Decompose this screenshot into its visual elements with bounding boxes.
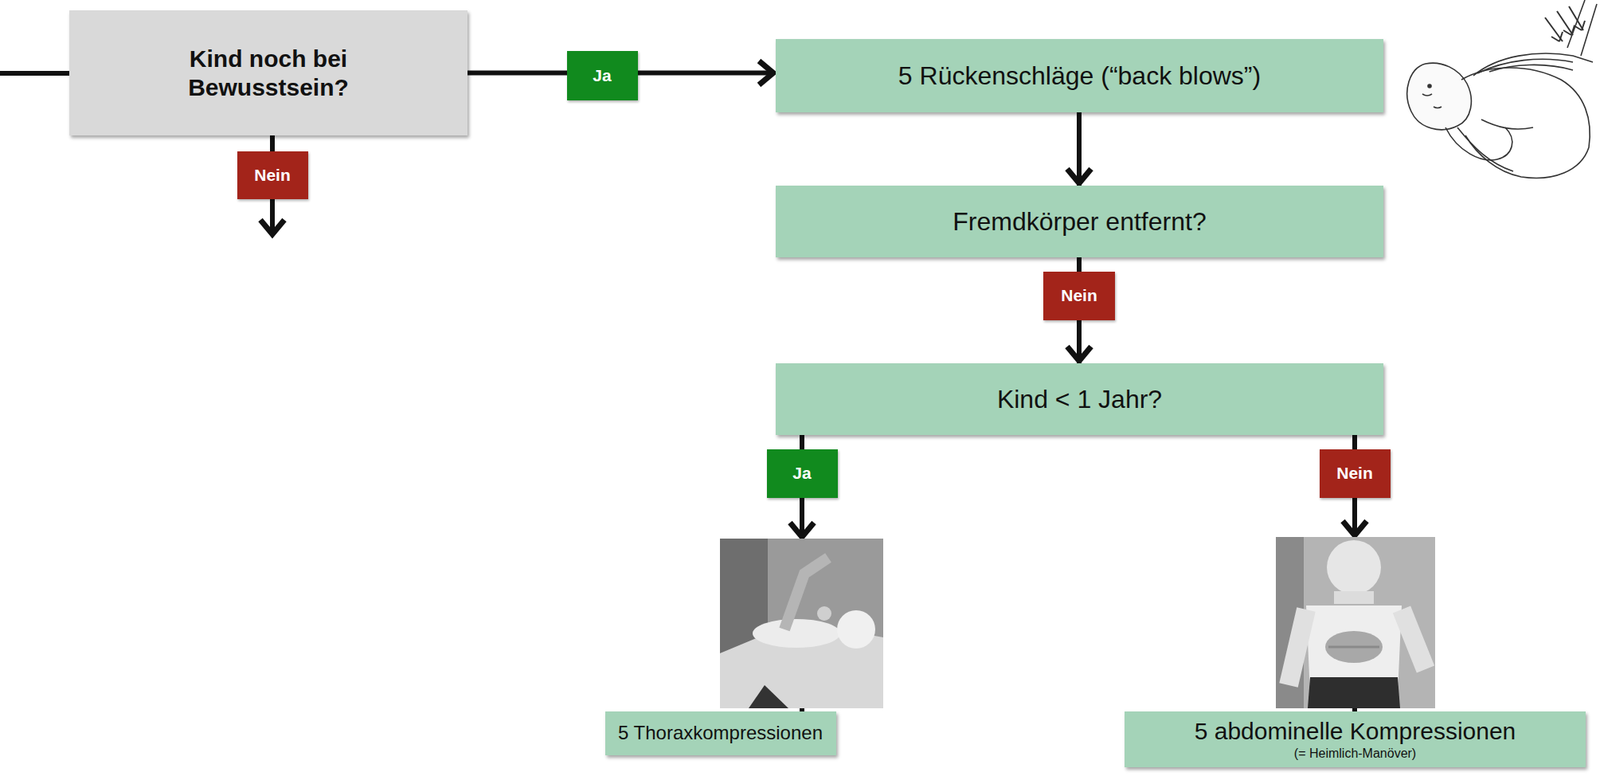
decision-box: Fremdkörper entfernt? <box>775 185 1384 258</box>
arrow-head <box>758 61 774 86</box>
node-text: Kind noch bei Bewusstsein? <box>133 44 404 102</box>
edge-label: Ja <box>567 50 638 101</box>
infant-photo <box>719 538 884 709</box>
child-photo <box>1275 536 1436 709</box>
edge-label: Ja <box>766 449 838 498</box>
arrow-head <box>1067 168 1092 184</box>
branch-label: Nein <box>237 151 309 200</box>
decision-box: Kind noch bei Bewusstsein? <box>69 10 468 136</box>
decision-box: Kind < 1 Jahr? <box>775 363 1384 435</box>
incoming-line <box>0 70 70 76</box>
edge-label: Nein <box>1319 449 1391 498</box>
node-text: Fremdkörper entfernt? <box>952 206 1206 237</box>
node-text: Kind < 1 Jahr? <box>997 383 1162 415</box>
node-subtext: (= Heimlich-Manöver) <box>1294 745 1417 761</box>
node-text: 5 Thoraxkompressionen <box>618 721 823 745</box>
action-box: 5 Rückenschläge (“back blows”) <box>775 39 1384 113</box>
back-blow-sketch <box>1407 0 1597 178</box>
arrow-head <box>1342 520 1367 536</box>
exit-arrow-head <box>260 219 285 235</box>
connector-line <box>1076 112 1082 186</box>
arrow-head <box>1067 346 1092 361</box>
edge-label: Nein <box>1043 271 1115 321</box>
node-text: 5 Rückenschläge (“back blows”) <box>898 60 1261 91</box>
connector <box>1067 112 1092 186</box>
node-text: 5 abdominelle Kompressionen <box>1194 716 1517 746</box>
action-box: 5 abdominelle Kompressionen(= Heimlich-M… <box>1124 711 1586 767</box>
arrow-head <box>790 522 814 537</box>
action-box: 5 Thoraxkompressionen <box>605 711 837 756</box>
